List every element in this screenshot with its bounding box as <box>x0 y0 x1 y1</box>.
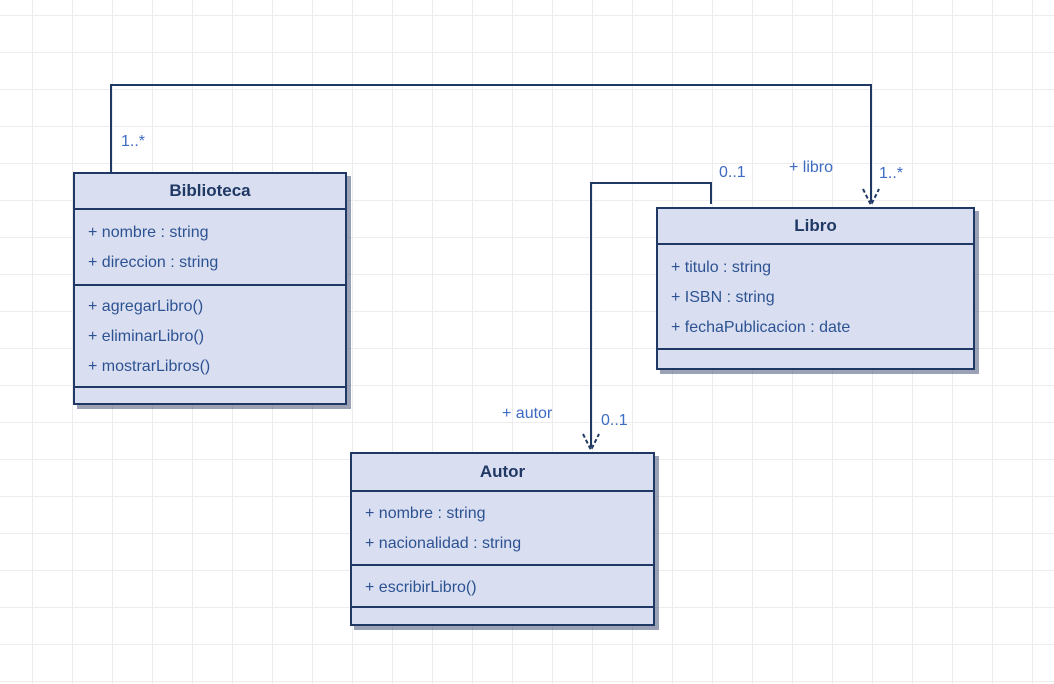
multiplicity-label-biblioteca-end[interactable]: 1..* <box>121 133 146 150</box>
attribute: + ISBN : string <box>671 289 775 306</box>
methods-compartment: + escribirLibro() <box>352 566 653 608</box>
class-biblioteca[interactable]: Biblioteca + nombre : string + direccion… <box>73 172 347 405</box>
multiplicity-label-libro-end[interactable]: 1..* <box>879 165 904 182</box>
method: + agregarLibro() <box>88 298 204 315</box>
class-name: Biblioteca <box>75 174 345 210</box>
open-arrowhead-icon <box>582 433 600 453</box>
open-arrowhead-icon <box>862 188 880 208</box>
attribute: + nacionalidad : string <box>365 535 522 552</box>
attribute: + nombre : string <box>365 505 486 522</box>
role-label-libro[interactable]: + libro <box>789 159 834 176</box>
role-label-autor[interactable]: + autor <box>502 405 553 422</box>
multiplicity-label-autor-end[interactable]: 0..1 <box>601 412 628 429</box>
association-libro-autor[interactable] <box>582 182 712 453</box>
method: + mostrarLibros() <box>88 358 211 375</box>
class-autor[interactable]: Autor + nombre : string + nacionalidad :… <box>350 452 655 626</box>
attributes-compartment: + nombre : string + nacionalidad : strin… <box>352 492 653 566</box>
class-libro[interactable]: Libro + titulo : string + ISBN : string … <box>656 207 975 370</box>
association-line[interactable] <box>110 84 872 202</box>
empty-compartment <box>658 350 973 368</box>
method: + escribirLibro() <box>365 579 477 596</box>
methods-compartment: + agregarLibro() + eliminarLibro() + mos… <box>75 286 345 388</box>
class-name: Autor <box>352 454 653 492</box>
association-line[interactable] <box>590 182 712 447</box>
association-biblioteca-libro[interactable] <box>110 84 880 208</box>
attribute: + direccion : string <box>88 254 219 271</box>
attribute: + titulo : string <box>671 259 772 276</box>
multiplicity-label-libro-source-end[interactable]: 0..1 <box>719 164 746 181</box>
empty-compartment <box>75 388 345 403</box>
method: + eliminarLibro() <box>88 328 205 345</box>
attributes-compartment: + nombre : string + direccion : string <box>75 210 345 286</box>
empty-compartment <box>352 608 653 624</box>
attribute: + nombre : string <box>88 224 209 241</box>
class-name: Libro <box>658 209 973 245</box>
attribute: + fechaPublicacion : date <box>671 319 851 336</box>
attributes-compartment: + titulo : string + ISBN : string + fech… <box>658 245 973 350</box>
